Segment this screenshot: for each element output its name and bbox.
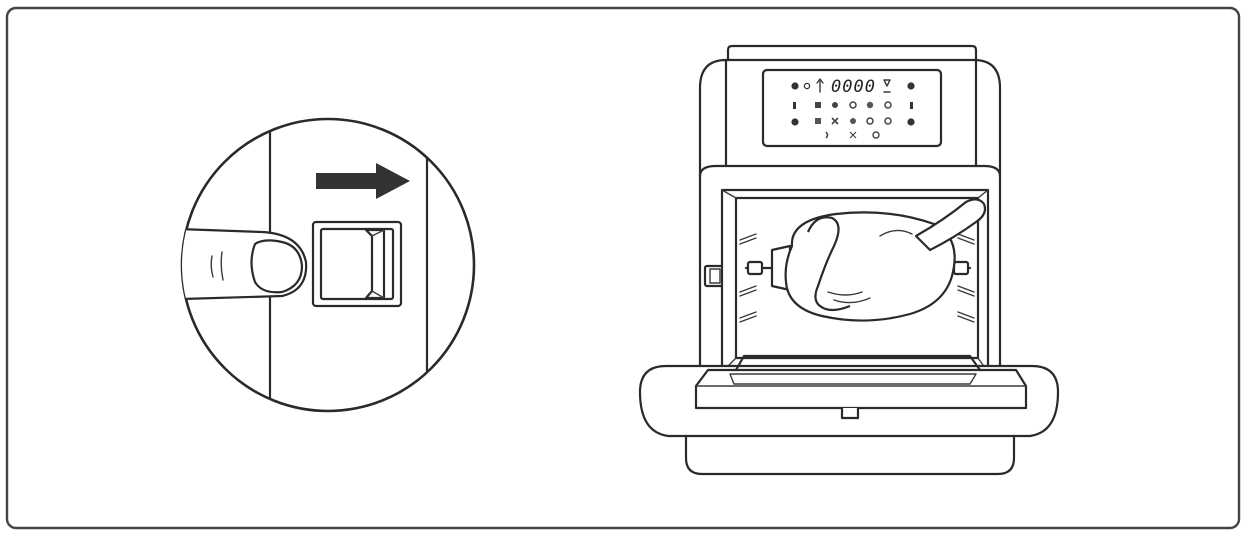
oven-top-rim	[726, 44, 978, 62]
finger-icon	[182, 226, 308, 302]
preset-icons-row-2	[791, 117, 915, 126]
door-release-slider-icon	[311, 220, 403, 308]
display-readout: 0000	[831, 77, 876, 97]
door-release-detail	[180, 117, 476, 413]
preset-icons-row-3	[825, 131, 880, 139]
control-head	[724, 58, 978, 168]
door-handle-icon	[840, 408, 860, 420]
oven-door-open	[638, 354, 1060, 438]
air-fryer-oven-icon: 0000	[638, 44, 1060, 476]
preset-icons-row-1	[793, 101, 913, 109]
push-right-arrow-icon	[316, 163, 410, 199]
light-button-icon	[803, 82, 811, 90]
start-button-icon	[907, 82, 915, 90]
door-latch-icon	[703, 264, 727, 288]
power-button-icon	[791, 82, 799, 90]
control-panel: 0000	[761, 68, 943, 148]
roast-chicken-icon	[784, 198, 987, 322]
